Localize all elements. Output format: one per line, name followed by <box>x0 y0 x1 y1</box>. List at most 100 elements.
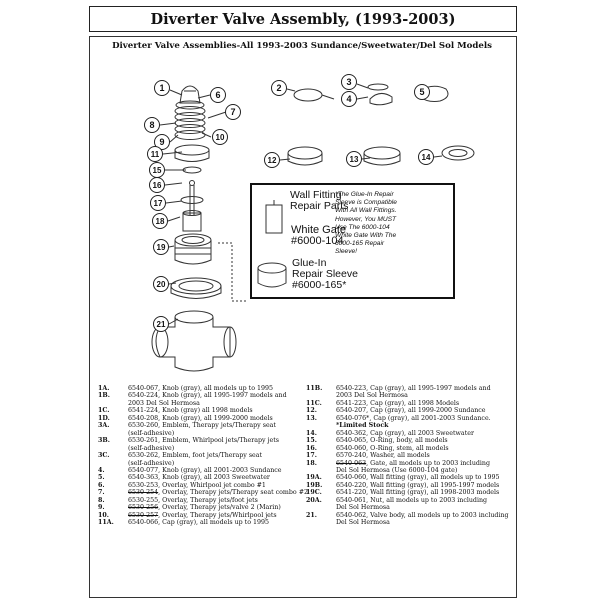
callout-8: 8 <box>144 117 160 133</box>
part-description: 6540-060, O-Ring, stem, all models <box>336 444 449 452</box>
svg-text:16: 16 <box>153 181 162 190</box>
part-code: 1B. <box>98 392 110 400</box>
part-description: 6541-224, Knob (gray) all 1998 models <box>128 407 253 415</box>
part-code: 19A. <box>306 474 322 482</box>
part-row: 14.6540-362, Cap (gray), all 2003 Sweetw… <box>306 430 512 437</box>
svg-text:15: 15 <box>153 166 162 175</box>
wall-fitting-repair-box <box>250 183 455 299</box>
part-description: 6540-223, Cap (gray), all 1995-1997 mode… <box>336 385 491 392</box>
note-line: With All Wall Fittings. <box>335 207 397 215</box>
part-code: 12. <box>306 407 317 415</box>
part-description-continued: 2003 Del Sol Hermosa <box>128 399 200 407</box>
part-description-continued: 2003 Del Sol Hermosa <box>336 392 408 400</box>
repair-heading: Wall Fitting Repair Parts <box>290 190 348 212</box>
parts-list-right: 11B.6540-223, Cap (gray), all 1995-1997 … <box>306 385 512 527</box>
part-code: 11A. <box>98 519 114 527</box>
part-row: 13.6540-076*, Cap (gray), all 2001-2003 … <box>306 415 512 422</box>
part-row: 19B.6540-220, Wall fitting (gray), all 1… <box>306 482 512 489</box>
part-code: 14. <box>306 429 317 437</box>
part-row: 3B.6530-261, Emblem, Whirlpool jets/Ther… <box>98 437 303 444</box>
callout-6: 6 <box>210 87 226 103</box>
svg-text:14: 14 <box>422 153 431 162</box>
callout-2: 2 <box>271 80 287 96</box>
part-row: 3A. 6530-260, Emblem, Therapy jets/Therap… <box>98 422 303 429</box>
svg-text:4: 4 <box>346 94 351 104</box>
part-description: 6540-077, Knob (gray), all 2001-2003 Sun… <box>128 466 282 474</box>
part-code: 8. <box>98 496 105 504</box>
part-description: 6530-261, Emblem, Whirlpool jets/Therapy… <box>128 437 280 445</box>
callout-18: 18 <box>152 213 168 229</box>
part-row: 1C.6541-224, Knob (gray) all 1998 models <box>98 407 303 414</box>
part-description: 6530-253, Overlay, Whirlpool jet combo #… <box>128 481 266 489</box>
callout-19: 19 <box>153 239 169 255</box>
part-row: 20A.6540-061, Nut, all models up to 2003… <box>306 497 512 504</box>
callout-20: 20 <box>153 276 169 292</box>
callout-17: 17 <box>150 195 166 211</box>
part-description-continued: Del Sol Hermosa <box>336 504 390 512</box>
part-row: 8. 6530-255, Overlay, Therapy jets/foot j… <box>98 497 303 504</box>
svg-text:9: 9 <box>159 137 164 147</box>
part-row: 10. 6530-257, Overlay, Therapy jets/Whirl… <box>98 512 303 519</box>
svg-text:10: 10 <box>216 133 225 142</box>
callout-14: 14 <box>418 149 434 165</box>
svg-text:6: 6 <box>215 90 220 100</box>
note-line: *The Glue-In Repair <box>335 191 394 198</box>
callout-21: 21 <box>153 316 169 332</box>
callout-5: 5 <box>414 84 430 100</box>
svg-text:8: 8 <box>149 120 154 130</box>
part-row: 4. 6540-077, Knob (gray), all 2001-2003 S… <box>98 467 303 474</box>
svg-text:13: 13 <box>350 155 359 164</box>
callout-11: 11 <box>147 146 163 162</box>
part-code: 4. <box>98 466 105 474</box>
callout-15: 15 <box>149 162 165 178</box>
part-row: 3C.6530-262, Emblem, foot jets/Therapy s… <box>98 452 303 459</box>
part-row: 1D.6540-208, Knob (gray), all 1999-2000 … <box>98 415 303 422</box>
part-row: 11A.6540-066, Cap (gray), all models up … <box>98 519 303 526</box>
part-code: 21. <box>306 511 317 519</box>
part-description: 6541-220, Wall fitting (gray), all 1998-… <box>336 489 500 497</box>
part-description: 6530-257, Overlay, Therapy jets/Whirlpoo… <box>128 511 277 519</box>
svg-text:19: 19 <box>157 243 166 252</box>
part-description: 6530-262, Emblem, foot jets/Therapy seat <box>128 452 263 460</box>
diagram-subtitle: Diverter Valve Assemblies-All 1993-2003 … <box>112 41 492 51</box>
repair-sleeve-label: Glue-In Repair Sleeve #6000-165* <box>292 258 358 291</box>
svg-text:21: 21 <box>157 320 166 329</box>
callout-9: 9 <box>154 134 170 150</box>
struck-part-number: 6530-257 <box>128 511 159 519</box>
part-row: 19A. 6540-060, Wall fitting (gray), all m… <box>306 474 512 481</box>
part-code: 15. <box>306 437 317 445</box>
part-code: 9. <box>98 504 105 512</box>
part-row: 5. 6540-363, Knob (gray), all 2003 Sweetw… <box>98 474 303 481</box>
part-code: 10. <box>98 511 109 519</box>
svg-text:18: 18 <box>156 217 165 226</box>
exploded-parts-diagram: 1 2 3 4 5 6 7 8 9 10 11 12 13 14 15 16 1… <box>144 74 475 372</box>
part-description: 6540-062, Valve body, all models up to 2… <box>336 511 509 519</box>
struck-part-number: 6530-254 <box>128 489 159 497</box>
part-row: 1B.6540-224, Knob (gray), all 1995-1997 … <box>98 392 303 399</box>
white-gate-line-1: White Gate <box>291 224 347 236</box>
part-description: 6540-363, Knob (gray), all 2003 Sweetwat… <box>128 474 270 482</box>
part-description: 6540-208, Knob (gray), all 1999-2000 mod… <box>128 414 273 422</box>
svg-text:17: 17 <box>154 199 163 208</box>
struck-part-number: 6540-063 <box>336 459 367 467</box>
part-description: 6540-060, Wall fitting (gray), all model… <box>336 474 500 482</box>
part-code: 5. <box>98 474 105 482</box>
part-row: 19C. 6541-220, Wall fitting (gray), all 1… <box>306 489 512 496</box>
svg-text:12: 12 <box>268 156 277 165</box>
repair-sleeve-line-2: Repair Sleeve <box>292 268 358 280</box>
part-code: 19C. <box>306 489 322 497</box>
svg-text:11: 11 <box>151 150 160 159</box>
repair-compatibility-note: *The Glue-In Repair Sleeve is Compatible… <box>335 191 453 257</box>
part-code: 11C. <box>306 399 322 407</box>
part-code: 3A. <box>98 422 110 430</box>
part-description: 6540-065, O-Ring, body, all models <box>336 437 448 445</box>
part-row: 11C.6541-223, Cap (gray), all 1998 Model… <box>306 400 512 407</box>
part-description: 6530-255, Overlay, Therapy jets/foot jet… <box>128 496 258 504</box>
svg-text:3: 3 <box>346 77 351 87</box>
callout-1: 1 <box>154 80 170 96</box>
part-description-continued: (self-adhesive) <box>128 444 175 452</box>
callout-3: 3 <box>341 74 357 90</box>
part-row: 16.6540-060, O-Ring, stem, all models <box>306 445 512 452</box>
part-description: 6530-260, Emblem, Therapy jets/Therapy s… <box>128 422 276 430</box>
part-description-continued: (self-adhesive) <box>128 429 175 437</box>
